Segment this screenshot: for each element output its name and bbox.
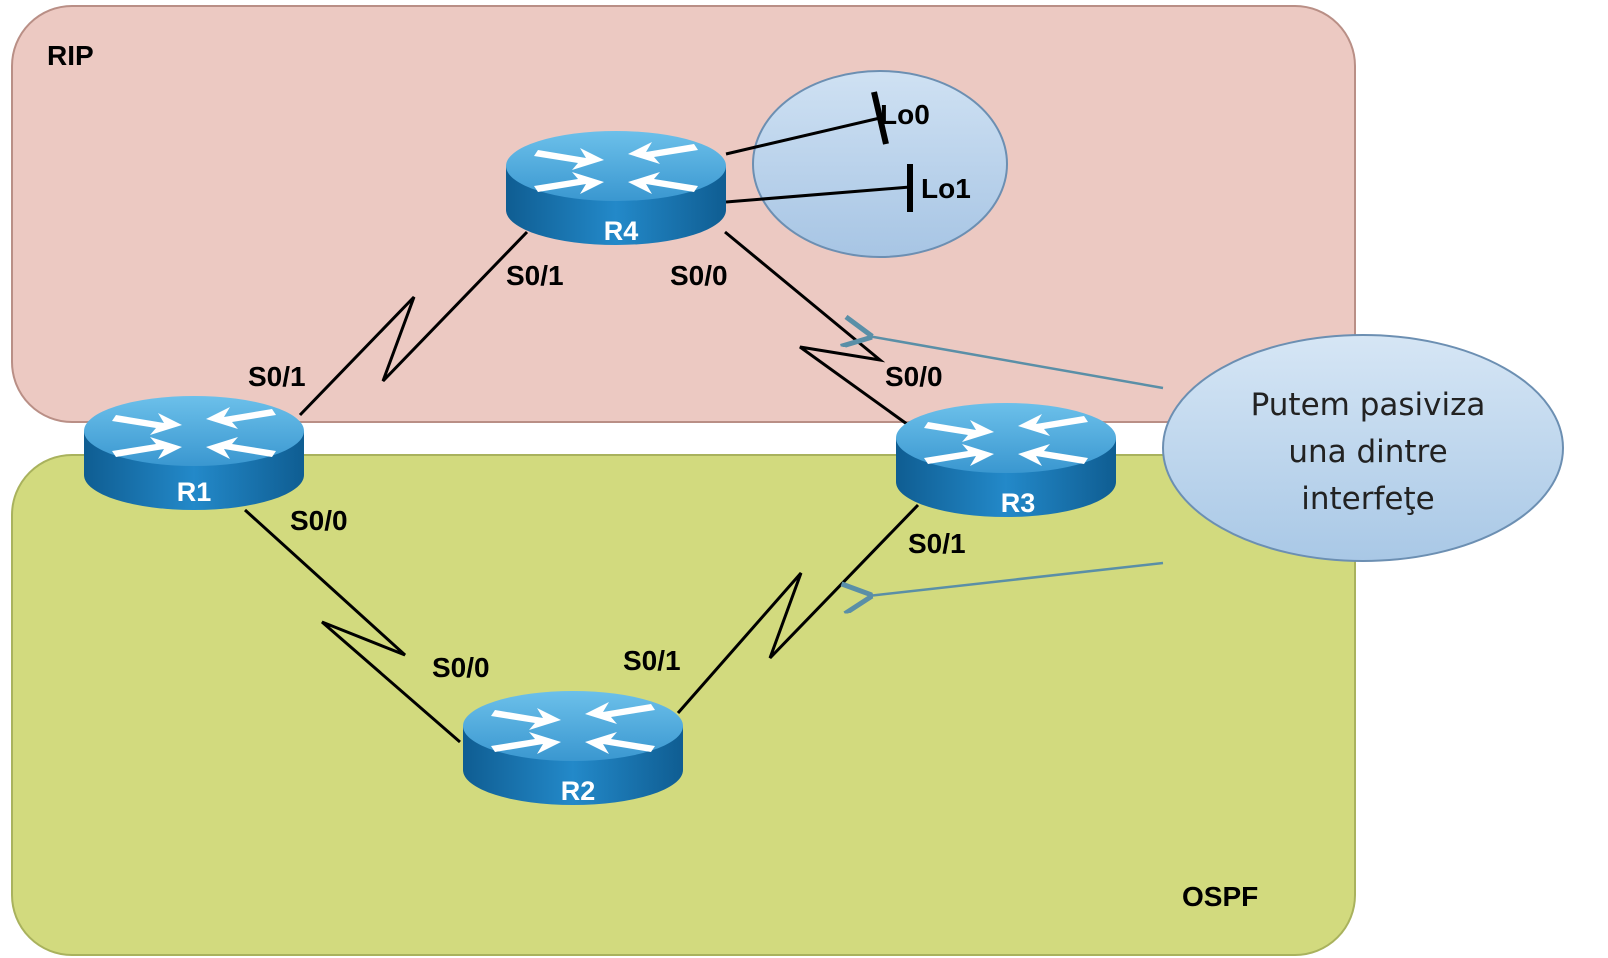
r3-s0-0-label: S0/0 [885, 361, 943, 392]
serial-link-r4-r3 [724, 230, 919, 434]
loopback-bubble [752, 70, 1008, 258]
router-r3: R3 [896, 403, 1116, 518]
callout-arrow-to-r4-r3-link [868, 336, 1164, 390]
callout-line-3: interfeţe [1301, 481, 1434, 517]
r2-s0-0-label: S0/0 [432, 652, 490, 683]
router-r4: R4 [506, 131, 726, 246]
router-r1: R1 [84, 396, 304, 510]
r1-s0-1-label: S0/1 [248, 361, 306, 392]
router-r2-label: R2 [561, 776, 596, 806]
router-r1-label: R1 [177, 477, 212, 507]
lo0-endpoint-icon [871, 91, 889, 145]
callout-arrow-to-r3-r2-link [868, 561, 1164, 596]
serial-link-r3-r2 [676, 503, 920, 714]
callout-line-1: Putem pasiviza [1251, 387, 1486, 423]
callout-line-2: una dintre [1288, 434, 1447, 470]
r4-s0-0-label: S0/0 [670, 260, 728, 291]
loopback-link-lo0 [725, 116, 881, 156]
loopback-link-lo1 [725, 185, 911, 204]
serial-link-r4-r1 [298, 230, 529, 417]
callout-bubble [1162, 334, 1564, 562]
r1-s0-0-label: S0/0 [290, 505, 348, 536]
r4-s0-1-label: S0/1 [506, 260, 564, 291]
serial-link-r1-r2 [243, 508, 461, 744]
ospf-zone-label: OSPF [1182, 881, 1258, 912]
r3-s0-1-label: S0/1 [908, 528, 966, 559]
lo0-label: Lo0 [880, 99, 930, 130]
router-r4-label: R4 [604, 216, 639, 246]
router-r2: R2 [463, 691, 683, 806]
r2-s0-1-label: S0/1 [623, 645, 681, 676]
router-r3-label: R3 [1001, 488, 1036, 518]
lo1-label: Lo1 [921, 173, 971, 204]
rip-zone-label: RIP [47, 40, 94, 71]
